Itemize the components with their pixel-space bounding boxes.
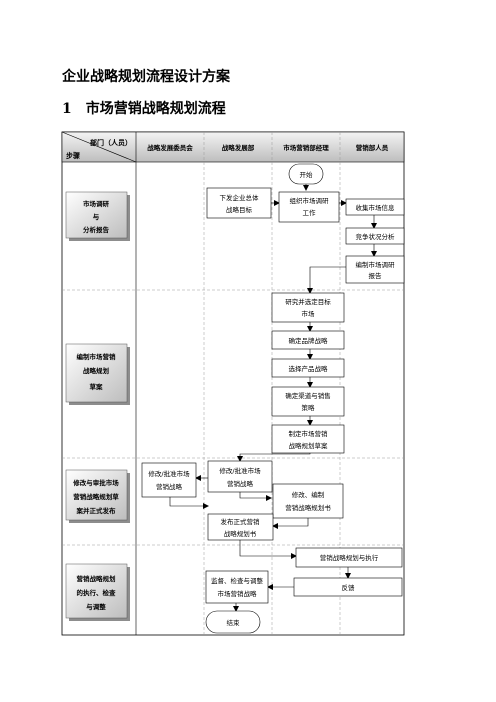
node-select-market	[271, 292, 345, 323]
node-label: 选择产品战略	[289, 364, 329, 373]
node-publish-plan	[207, 513, 274, 541]
node-label: 组织市场调研	[290, 196, 330, 205]
step-label-2: 编制市场营销 战略规划 草案	[65, 343, 130, 405]
step-label-line: 分析报告	[83, 225, 110, 234]
column-header: 市场营销部经理	[283, 143, 329, 152]
connector-arrow	[237, 453, 311, 462]
node-label: 竞争状况分析	[356, 232, 396, 241]
header-row	[61, 131, 405, 163]
column-header: 战略发展部	[222, 143, 255, 152]
end-label: 结束	[227, 618, 241, 627]
step-label-1: 市场调研 与 分析报告	[65, 191, 130, 241]
header-corner-diagonal	[61, 131, 137, 163]
section-heading: 1 市场营销战略规划流程	[62, 98, 226, 118]
node-label: 战略规划草案	[289, 441, 329, 450]
node-label: 修改、编制	[292, 490, 325, 499]
node-label: 发布正式营销	[221, 517, 261, 526]
step-label-line: 草案	[90, 382, 104, 391]
node-label: 策略	[302, 403, 316, 412]
node-issue-goal	[206, 187, 272, 219]
node-label: 反馈	[342, 583, 356, 592]
node-committee-approve	[141, 462, 197, 498]
node-label: 营销战略	[156, 482, 183, 491]
node-label: 工作	[303, 208, 317, 217]
start-label: 开始	[300, 170, 314, 179]
step-label-4: 营销战略规划 的执行、检查 与调整	[65, 563, 130, 621]
node-organize-research	[278, 191, 340, 223]
node-label: 市场	[302, 309, 316, 318]
node-draft-plan	[271, 424, 345, 454]
node-label: 报告	[369, 271, 383, 280]
node-label: 战略规划书	[224, 529, 257, 538]
node-label: 营销战略	[227, 479, 254, 488]
node-label: 营销战略规划与执行	[320, 553, 379, 562]
step-label-line: 编制市场营销	[77, 352, 117, 361]
node-label: 战略目标	[226, 205, 253, 214]
column-header: 战略发展委员会	[147, 143, 193, 152]
node-label: 市场营销战略	[218, 589, 258, 598]
start-node	[288, 163, 324, 185]
connector-arrow	[239, 492, 272, 501]
step-label-line: 战略规划	[83, 366, 110, 375]
document-title: 企业战略规划流程设计方案	[62, 69, 230, 85]
connector-arrow	[239, 540, 297, 559]
node-compile-report	[345, 255, 405, 284]
node-label: 确定渠道与销售	[285, 391, 331, 400]
step-label-line: 营销战略规划	[77, 574, 117, 583]
section-title: 市场营销战略规划流程	[85, 101, 226, 117]
section-number: 1	[62, 101, 72, 117]
node-label: 制定市场营销	[289, 429, 329, 438]
step-label-line: 与	[93, 212, 100, 221]
node-competitor-analysis	[345, 227, 405, 245]
connectors	[169, 184, 377, 612]
node-feedback	[293, 577, 403, 597]
step-label-line: 的执行、检查	[77, 588, 117, 597]
node-collect-info	[345, 198, 405, 216]
node-label: 收集市场信息	[356, 203, 396, 212]
node-label: 下发企业总体	[220, 193, 260, 202]
header-corner-top: 部门（人员）	[90, 138, 132, 147]
step-label-line: 案并正式发布	[77, 506, 117, 515]
node-label: 研究并选定目标	[285, 297, 331, 306]
connector-arrow	[272, 518, 309, 529]
node-monitor-adjust	[205, 570, 269, 604]
node-dept-approve	[207, 460, 273, 493]
node-brand-strategy	[271, 330, 345, 350]
step-label-line: 营销战略规划草	[73, 492, 119, 501]
step-label-line: 修改与审批市场	[72, 478, 119, 487]
node-label: 营销战略规划书	[285, 503, 331, 512]
node-label: 编制市场调研	[356, 260, 396, 269]
connector-arrow	[169, 497, 209, 509]
column-header: 营销部人员	[356, 143, 389, 152]
header-corner-bottom: 步骤	[66, 151, 80, 160]
step-label-3: 修改与审批市场 营销战略规划草 案并正式发布	[65, 469, 130, 523]
node-label: 监督、检查与调整	[211, 576, 264, 585]
step-label-line: 与调整	[86, 602, 106, 611]
node-label: 确定品牌战略	[289, 336, 329, 345]
end-node	[205, 610, 261, 634]
node-revise-plan	[272, 483, 344, 519]
node-label: 修改/批准市场	[219, 466, 261, 475]
node-execute-plan	[295, 547, 403, 568]
node-channel-strategy	[271, 386, 345, 417]
step-label-line: 市场调研	[83, 199, 110, 208]
node-product-strategy	[271, 358, 345, 378]
node-label: 修改/批准市场	[148, 469, 190, 478]
